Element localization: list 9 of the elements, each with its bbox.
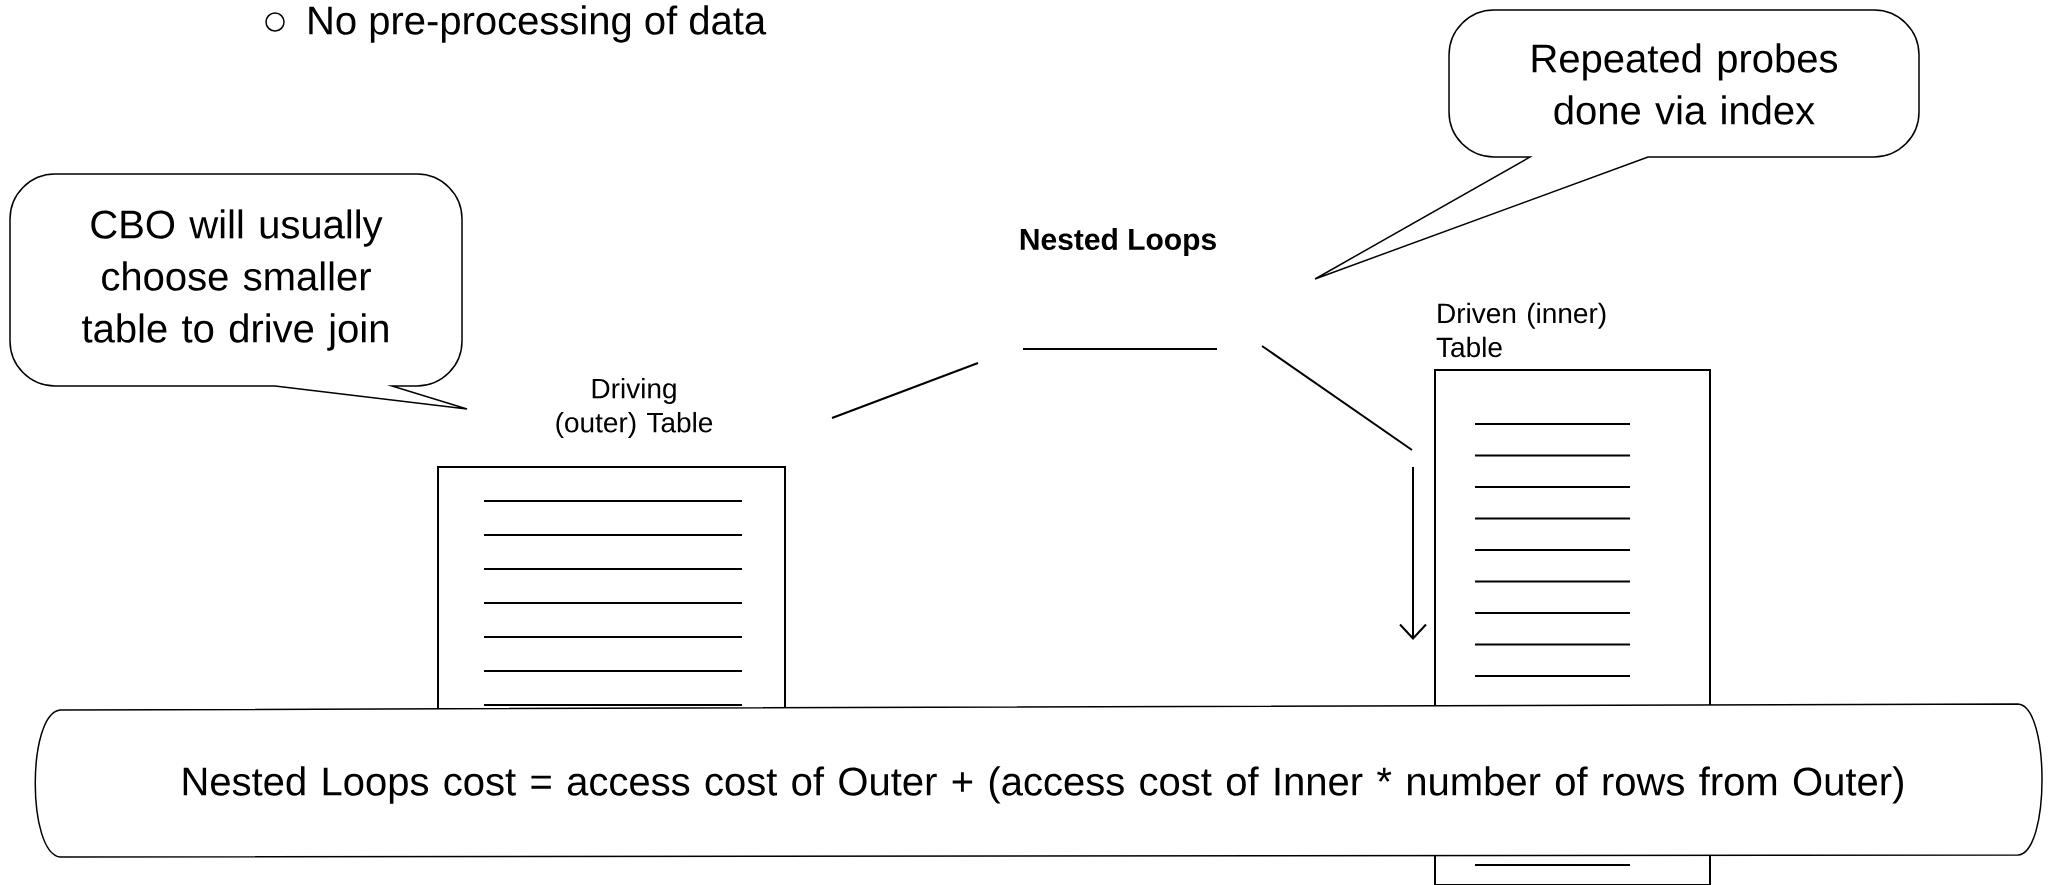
node-label: Nested Loops cost = access cost of Outer + (access cost of Inner * number of rows from Outer) <box>183 766 1903 804</box>
node-label: Driving (outer) Table <box>556 377 713 439</box>
loop-heading: Nested Loops <box>1020 228 1218 350</box>
node-label: Driven (inner) Table <box>1436 302 1606 358</box>
speech-bubble: Repeated probes done via index <box>1314 9 1920 280</box>
connector-line <box>1261 345 1413 451</box>
bullet-text: No pre-processing of data <box>309 5 767 43</box>
speech-bubble: CBO will usually choose smaller table to drive join <box>9 173 468 410</box>
connector-line <box>831 362 979 419</box>
